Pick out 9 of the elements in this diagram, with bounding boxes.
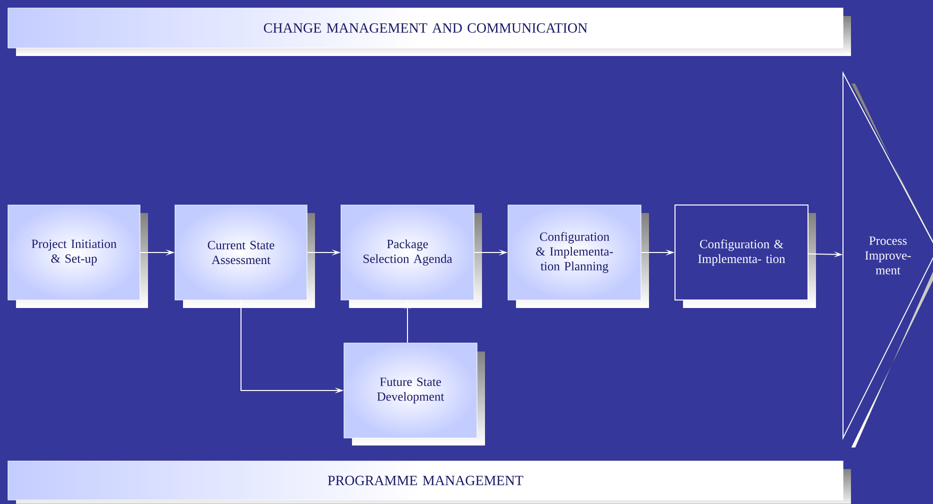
process-box: Configuration & Implementa- tion	[674, 204, 816, 308]
banner: PROGRAMME MANAGEMENT	[8, 460, 851, 504]
process-box: Current State Assessment	[174, 204, 315, 308]
node-label: Process Improve- ment	[865, 236, 911, 274]
process-box: Project Initiation & Set-up	[8, 204, 148, 308]
banner: CHANGE MANAGEMENT AND COMMUNICATION	[8, 8, 851, 56]
process-box: Package Selection Agenda	[340, 204, 482, 308]
process-box: Configuration & Implementa- tion Planning	[508, 204, 649, 308]
process-box: Future State Development	[344, 342, 485, 446]
